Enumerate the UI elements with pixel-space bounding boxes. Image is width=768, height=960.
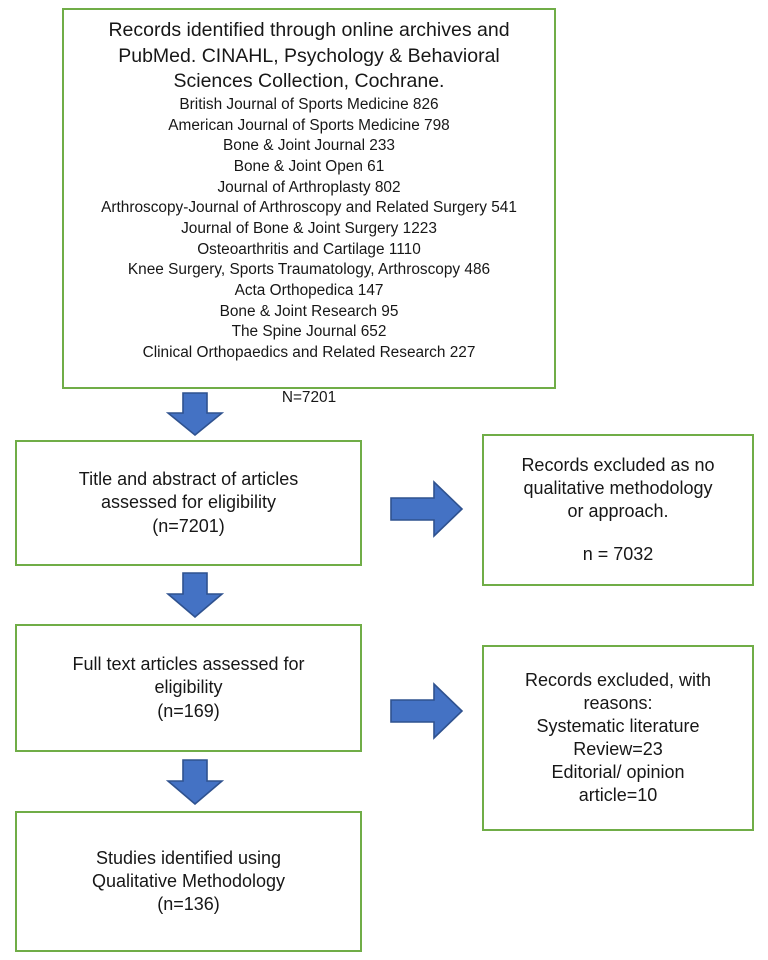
excluded-2-line: Records excluded, with — [524, 669, 712, 690]
source-line: Bone & Joint Open 61 — [233, 158, 385, 176]
excluded-1-count: n = 7032 — [582, 544, 654, 565]
arrow-down-icon — [166, 572, 224, 618]
excluded-1-line: or approach. — [567, 501, 669, 521]
source-line: Clinical Orthopaedics and Related Resear… — [142, 343, 476, 361]
identification-total: N=7201 — [281, 388, 337, 406]
source-line: Knee Surgery, Sports Traumatology, Arthr… — [127, 261, 491, 279]
arrow-down-icon — [166, 759, 224, 805]
source-line: The Spine Journal 652 — [231, 323, 387, 341]
identification-heading-line-1: Records identified through online archiv… — [108, 19, 510, 41]
arrow-down-icon — [166, 392, 224, 436]
excluded-2-line: article=10 — [578, 785, 658, 806]
source-line: Bone & Joint Journal 233 — [223, 137, 395, 155]
source-line: Osteoarthritis and Cartilage 1110 — [197, 240, 421, 258]
arrow-right-icon — [390, 682, 464, 740]
source-line: Journal of Arthroplasty 802 — [217, 178, 401, 196]
excluded-box-no-qualitative-methodology: Records excluded as no qualitative metho… — [482, 434, 754, 586]
included-studies-box: Studies identified using Qualitative Met… — [15, 811, 362, 952]
included-line: Studies identified using — [95, 847, 282, 868]
excluded-2-line: Systematic literature — [536, 715, 700, 736]
identification-heading-line-3: Sciences Collection, Cochrane. — [173, 70, 445, 93]
screening-count: (n=7201) — [152, 515, 225, 536]
fulltext-line: eligibility — [154, 677, 223, 698]
source-line: Arthroscopy-Journal of Arthroscopy and R… — [101, 199, 517, 217]
excluded-box-with-reasons: Records excluded, with reasons: Systemat… — [482, 645, 754, 831]
identification-heading-line-2: PubMed. CINAHL, Psychology & Behavioral — [118, 44, 500, 67]
excluded-2-line: Review=23 — [573, 739, 663, 759]
excluded-1-line: Records excluded as no — [521, 454, 715, 475]
source-line: American Journal of Sports Medicine 798 — [168, 116, 450, 134]
excluded-2-line: Editorial/ opinion — [551, 762, 685, 783]
arrow-right-icon — [390, 480, 464, 538]
excluded-1-line: qualitative methodology — [523, 477, 713, 498]
source-line: British Journal of Sports Medicine 826 — [179, 96, 439, 114]
fulltext-line: Full text articles assessed for — [72, 654, 305, 675]
source-line: Bone & Joint Research 95 — [219, 302, 399, 320]
screening-line: Title and abstract of articles — [78, 469, 299, 490]
source-line: Journal of Bone & Joint Surgery 1223 — [181, 220, 437, 238]
source-line: Acta Orthopedica 147 — [234, 281, 384, 299]
screening-line: assessed for eligibility — [100, 492, 277, 513]
excluded-2-line: reasons: — [583, 692, 653, 713]
screening-box: Title and abstract of articles assessed … — [15, 440, 362, 566]
included-line: Qualitative Methodology — [91, 870, 286, 891]
identification-box: Records identified through online archiv… — [62, 8, 556, 406]
fulltext-count: (n=169) — [157, 700, 220, 721]
fulltext-eligibility-box: Full text articles assessed for eligibil… — [15, 624, 362, 752]
included-count: (n=136) — [157, 894, 220, 915]
